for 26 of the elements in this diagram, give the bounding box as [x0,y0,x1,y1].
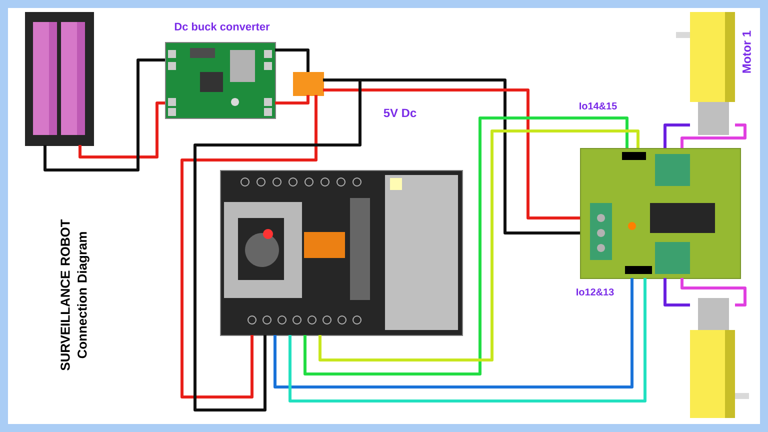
wire [680,124,746,148]
wire [318,130,640,362]
pin-label: Io14&15 [580,102,617,110]
motor-driver-board-drawing [580,148,741,279]
wire [78,102,165,158]
wire [680,278,746,306]
motor-drawing [690,298,749,418]
wire [664,278,690,306]
title: SURVEILLANCE ROBOT Connection Diagram [60,219,90,370]
wire [323,88,580,220]
wire [275,48,310,72]
camera-board-drawing [220,170,463,336]
wire [664,124,690,148]
pin-label: 5V Dc [384,108,416,118]
motor-label: Motor 1 [742,30,751,73]
connector-block [293,72,324,96]
node-heading: Dc buck converter [174,22,270,30]
wire [180,95,318,398]
wire [275,95,310,104]
wire [304,116,628,376]
pin-label: Io12&13 [576,288,614,296]
battery-holder-drawing [25,12,94,146]
wire [274,278,634,388]
wire [194,78,362,412]
wire [44,58,165,172]
wire [288,278,646,402]
